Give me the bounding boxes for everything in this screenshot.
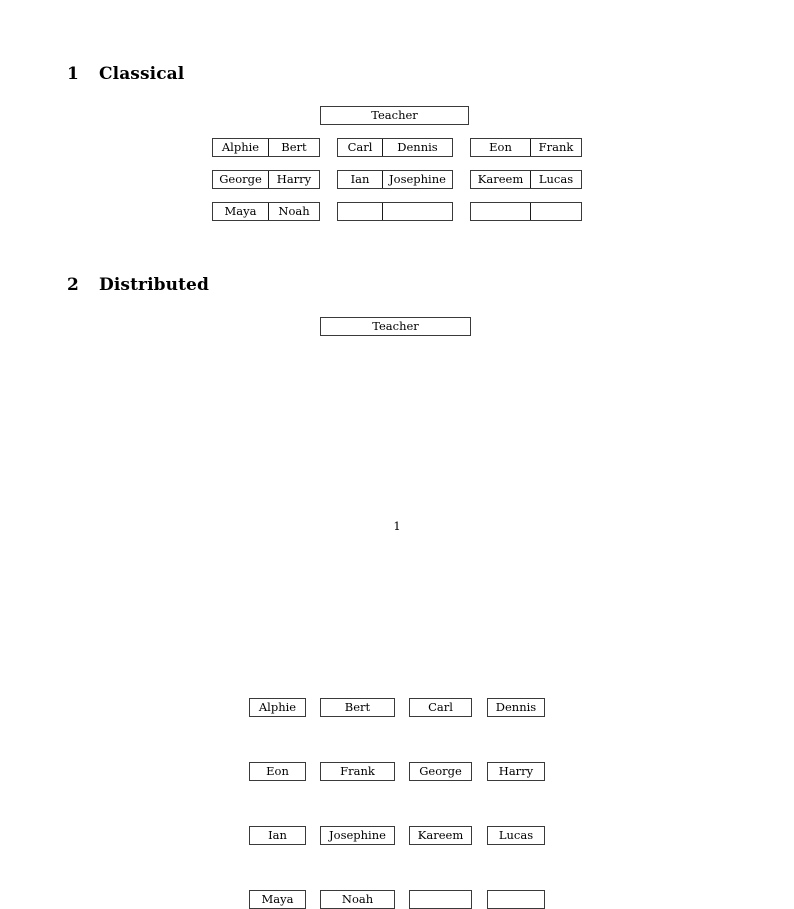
cell-group: Kareem Lucas [470,170,582,189]
name-cell-empty [382,203,452,220]
name-cell: Frank [530,139,581,156]
name-cell: Alphie [249,698,306,717]
name-cell: Frank [320,762,395,781]
section-heading-classical: 1 Classical [67,64,184,84]
name-cell: George [409,762,472,781]
name-cell: Kareem [477,172,524,186]
name-cell: Harry [487,762,545,781]
cell-group: Maya Noah [212,202,320,221]
teacher-box-classical: Teacher [320,106,469,125]
name-cell: Harry [268,171,319,188]
cell-group [337,202,453,221]
name-cell: Alphie [221,140,260,154]
name-cell: Noah [268,203,319,220]
cell-group [470,202,582,221]
cell-group: Alphie Bert [212,138,320,157]
name-cell-empty [409,890,472,909]
cell-group: Carl Dennis [337,138,453,157]
name-cell: Josephine [320,826,395,845]
section-title: Distributed [99,275,209,295]
name-cell: Bert [268,139,319,156]
name-cell: Lucas [530,171,581,188]
name-cell: Carl [409,698,472,717]
section-number: 2 [67,275,79,295]
name-cell: Dennis [382,139,452,156]
name-cell-empty [471,203,530,220]
name-cell: Noah [320,890,395,909]
name-cell-empty [530,203,581,220]
name-cell: Kareem [409,826,472,845]
name-cell: Ian [249,826,306,845]
section-number: 1 [67,64,79,84]
document-page: 1 Classical Teacher Alphie Bert Carl Den… [67,64,582,909]
name-cell-empty [338,203,382,220]
name-cell: Ian [350,172,370,186]
name-cell: Maya [224,204,257,218]
name-cell: Dennis [487,698,545,717]
cell-group: Ian Josephine [337,170,453,189]
section-heading-distributed: 2 Distributed [67,275,209,295]
name-cell: Carl [347,140,373,154]
cell-group: Eon Frank [470,138,582,157]
section-title: Classical [99,64,185,84]
name-cell: Josephine [382,171,452,188]
name-cell-empty [487,890,545,909]
name-cell: Eon [489,140,512,154]
name-cell: Maya [249,890,306,909]
page-number: 1 [393,519,401,533]
name-cell: George [219,172,262,186]
name-cell: Bert [320,698,395,717]
teacher-box-distributed: Teacher [320,317,471,336]
name-cell: Lucas [487,826,545,845]
name-cell: Eon [249,762,306,781]
cell-group: George Harry [212,170,320,189]
